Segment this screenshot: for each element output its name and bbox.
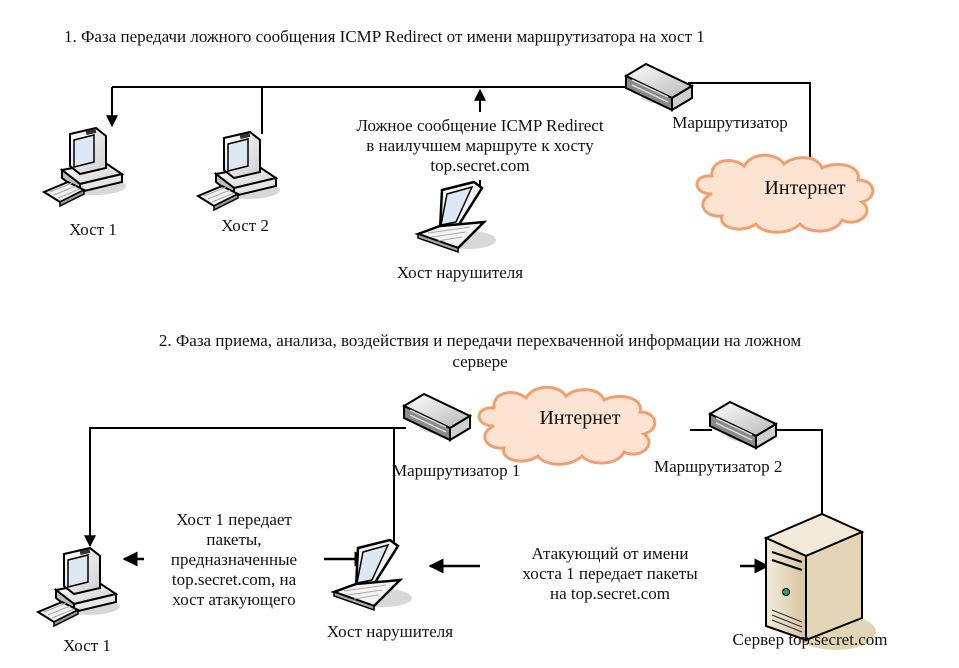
phase2-title: 2. Фаза приема, анализа, воздействия и п… [50, 330, 910, 372]
phase1-message-line: top.secret.com [430, 156, 530, 175]
phase1-router-internet-link [688, 82, 811, 158]
phase2-router2-server-link [772, 429, 823, 514]
phase1-router-label: Маршрутизатор [672, 113, 788, 132]
phase1-message-line: в наилучшем маршруте к хосту [366, 136, 594, 155]
phase2-attacker-note-line: Атакующий от имени [531, 544, 689, 563]
phase2-host1-label: Хост 1 [63, 636, 111, 655]
phase1-message: Ложное сообщение ICMP Redirect в наилучш… [320, 116, 640, 176]
phase1-host1-pc-icon [43, 127, 127, 207]
phase2-router1-icon [403, 393, 471, 441]
phase2-host1-note-line: Хост 1 передает [176, 510, 292, 529]
phase2-server-label: Сервер top.secret.com [732, 630, 888, 649]
phase2-router1-host1-link [84, 427, 406, 548]
phase2-router2-label: Маршрутизатор 2 [654, 457, 783, 476]
phase2-title-line: 2. Фаза приема, анализа, воздействия и п… [158, 331, 802, 350]
phase1-message-line: Ложное сообщение ICMP Redirect [356, 116, 604, 135]
phase2-router1-label: Маршрутизатор 1 [392, 461, 521, 480]
phase2-router2-icon [709, 401, 777, 449]
phase1-host1-label: Хост 1 [69, 220, 117, 239]
phase2-attacker-note-line: на top.secret.com [549, 584, 671, 603]
phase2-attacker-note-line: хоста 1 передает пакеты [522, 564, 698, 583]
phase2-host1-note: Хост 1 передает пакеты, предназначенные … [144, 510, 324, 610]
phase2-attacker-laptop-icon [332, 538, 414, 612]
phase2-host1-pc-icon [37, 547, 121, 627]
phase1-title: 1. Фаза передачи ложного сообщения ICMP … [64, 27, 705, 46]
phase1-attacker-label: Хост нарушителя [396, 263, 524, 282]
phase2-host1-note-line: хост атакующего [172, 590, 296, 609]
phase1-attacker-laptop-icon [416, 180, 498, 254]
phase2-host1-note-line: пакеты, [206, 530, 262, 549]
phase1-internet-label: Интернет [764, 177, 846, 199]
phase1-host2-label: Хост 2 [221, 216, 269, 235]
phase1-router-icon [625, 63, 693, 111]
phase2-internet-label: Интернет [539, 407, 621, 429]
phase1-host2-pc-icon [197, 131, 281, 211]
phase2-host1-note-line: top.secret.com, на [171, 570, 297, 589]
phase2-attacker-label: Хост нарушителя [326, 622, 454, 641]
phase2-title-line: сервере [452, 352, 508, 371]
phase2-host1-note-line: предназначенные [170, 550, 298, 569]
phase2-attacker-note: Атакующий от имени хоста 1 передает паке… [480, 544, 740, 604]
